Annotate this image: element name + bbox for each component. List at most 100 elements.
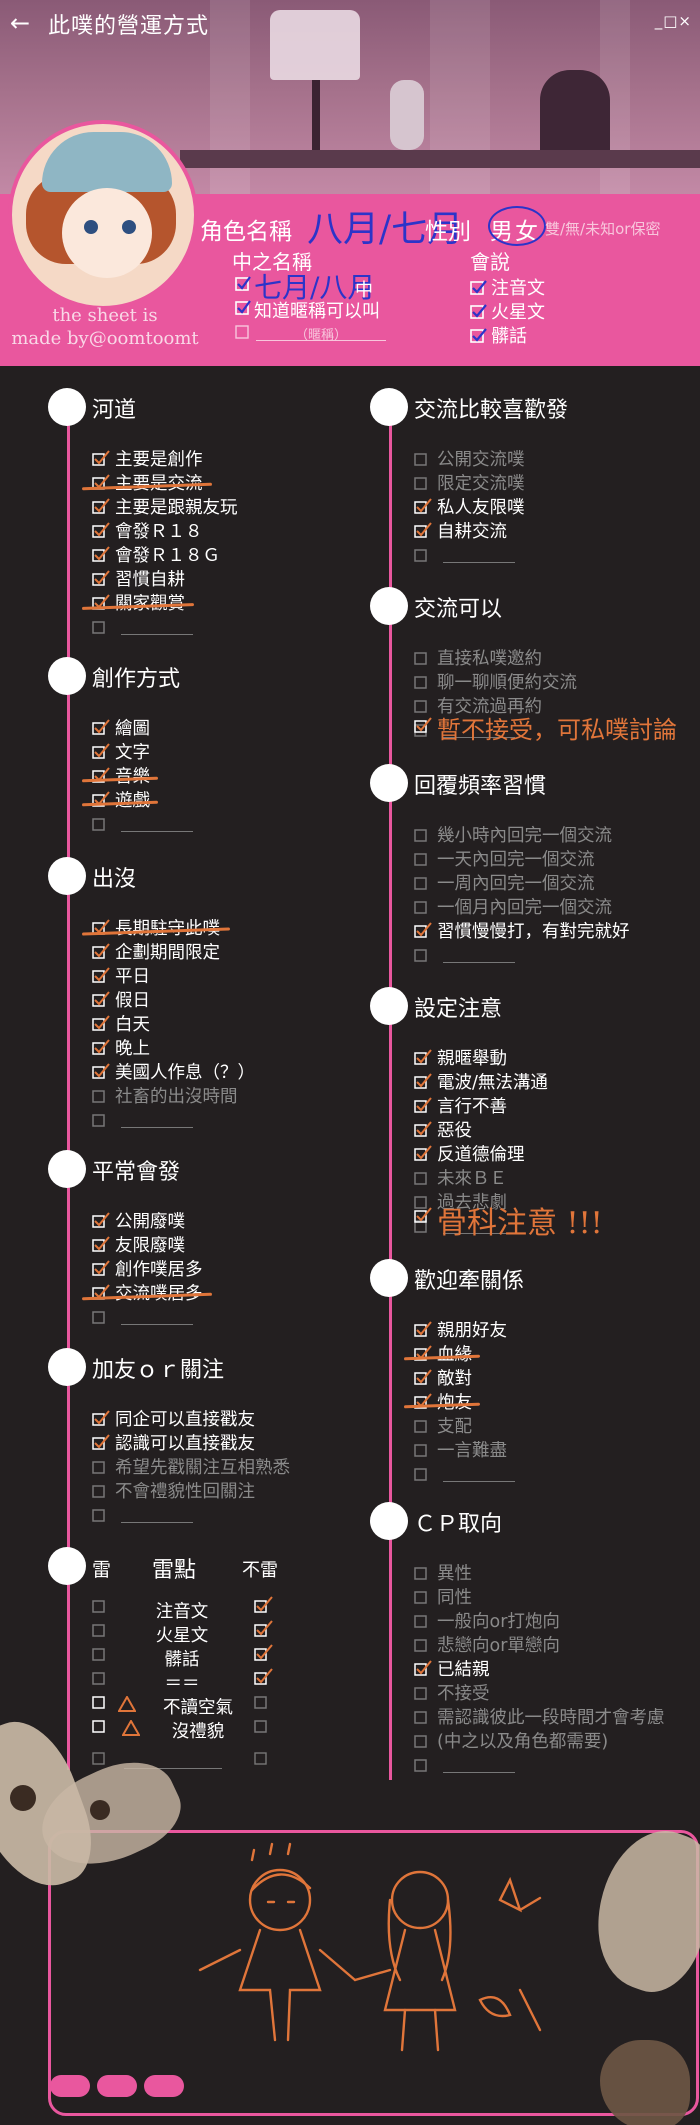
checklist-item[interactable]: 反道德倫理 bbox=[414, 1145, 525, 1165]
page-indicator-pill[interactable] bbox=[97, 2075, 137, 2097]
page-indicator-pill[interactable] bbox=[50, 2075, 90, 2097]
checklist-item[interactable]: 敵對 bbox=[414, 1369, 472, 1389]
checklist-item[interactable]: 限定交流噗 bbox=[414, 474, 525, 494]
checklist-item[interactable]: 有交流過再約 bbox=[414, 697, 542, 717]
checklist-item[interactable]: 支配 bbox=[414, 1417, 472, 1437]
checkbox-icon[interactable] bbox=[470, 304, 488, 320]
checkbox-icon[interactable] bbox=[414, 946, 434, 964]
check-mark-icon[interactable] bbox=[414, 1121, 434, 1139]
checklist-item[interactable]: 悲戀向or單戀向 bbox=[414, 1636, 560, 1656]
back-arrow-icon[interactable]: ← bbox=[10, 9, 31, 37]
check-mark-icon[interactable] bbox=[254, 1620, 274, 1640]
checklist-item[interactable]: 創作噗居多 bbox=[92, 1260, 203, 1280]
checkbox-icon[interactable] bbox=[92, 1482, 112, 1500]
checklist-item[interactable]: 文字 bbox=[92, 743, 150, 763]
check-mark-icon[interactable] bbox=[92, 1260, 112, 1278]
checklist-item[interactable]: 需認識彼此一段時間才會考慮 bbox=[414, 1708, 665, 1728]
check-mark-icon[interactable] bbox=[92, 1434, 112, 1452]
checkbox-icon[interactable] bbox=[414, 850, 434, 868]
checkbox-icon[interactable] bbox=[92, 1624, 108, 1640]
checklist-item[interactable]: (中之以及角色都需要) bbox=[414, 1732, 608, 1752]
check-mark-icon[interactable] bbox=[92, 1236, 112, 1254]
checklist-item[interactable]: 直接私噗邀約 bbox=[414, 649, 542, 669]
checkbox-icon[interactable] bbox=[92, 1648, 108, 1664]
language-option[interactable]: 髒話 bbox=[470, 322, 527, 348]
checklist-item[interactable]: 自耕交流 bbox=[414, 522, 507, 542]
blank-option[interactable] bbox=[414, 1217, 515, 1237]
check-mark-icon[interactable] bbox=[92, 991, 112, 1009]
check-mark-icon[interactable] bbox=[414, 1145, 434, 1163]
check-mark-icon[interactable] bbox=[92, 570, 112, 588]
checkbox-icon[interactable] bbox=[92, 1087, 112, 1105]
checklist-item[interactable]: 幾小時內回完一個交流 bbox=[414, 826, 612, 846]
checklist-item[interactable]: 企劃期間限定 bbox=[92, 943, 220, 963]
check-mark-icon[interactable] bbox=[414, 1207, 434, 1225]
checklist-item[interactable]: 主要是創作 bbox=[92, 450, 203, 470]
checklist-item[interactable]: 異性 bbox=[414, 1564, 472, 1584]
checklist-item[interactable]: 未來ＢＥ bbox=[414, 1169, 507, 1189]
checklist-item[interactable]: 惡役 bbox=[414, 1121, 472, 1141]
check-mark-icon[interactable] bbox=[254, 1644, 274, 1664]
checklist-item[interactable]: 一言難盡 bbox=[414, 1441, 507, 1461]
check-mark-icon[interactable] bbox=[414, 1393, 434, 1411]
checkbox-icon[interactable] bbox=[414, 1612, 434, 1630]
checklist-item[interactable]: 一周內回完一個交流 bbox=[414, 874, 595, 894]
checklist-item[interactable]: 晚上 bbox=[92, 1039, 150, 1059]
check-mark-icon[interactable] bbox=[92, 791, 112, 809]
checkbox-icon[interactable] bbox=[414, 649, 434, 667]
check-mark-icon[interactable] bbox=[92, 767, 112, 785]
checkbox-icon[interactable] bbox=[254, 1752, 270, 1768]
checkbox-icon[interactable] bbox=[414, 1217, 434, 1235]
checklist-item[interactable]: 公開交流噗 bbox=[414, 450, 525, 470]
checklist-item[interactable]: 一般向or打炮向 bbox=[414, 1612, 560, 1632]
checklist-item[interactable]: 美國人作息（？） bbox=[92, 1063, 255, 1083]
check-mark-icon[interactable] bbox=[92, 967, 112, 985]
checklist-item[interactable]: 同企可以直接戳友 bbox=[92, 1410, 255, 1430]
checklist-item[interactable]: 不會禮貌性回關注 bbox=[92, 1482, 255, 1502]
check-mark-icon[interactable] bbox=[92, 719, 112, 737]
checklist-item[interactable]: 白天 bbox=[92, 1015, 150, 1035]
checklist-item[interactable]: 友限廢噗 bbox=[92, 1236, 185, 1256]
checklist-item[interactable]: 認識可以直接戳友 bbox=[92, 1434, 255, 1454]
checkbox-icon[interactable] bbox=[92, 1458, 112, 1476]
check-mark-icon[interactable] bbox=[92, 1015, 112, 1033]
checkbox-icon[interactable] bbox=[414, 1441, 434, 1459]
language-option[interactable]: 火星文 bbox=[470, 298, 545, 324]
checkbox-icon[interactable] bbox=[92, 1672, 108, 1688]
blank-option[interactable] bbox=[414, 946, 515, 966]
check-mark-icon[interactable] bbox=[92, 1410, 112, 1428]
handwritten-check-option[interactable] bbox=[414, 1207, 437, 1227]
check-mark-icon[interactable] bbox=[414, 498, 434, 516]
checklist-item[interactable]: 假日 bbox=[92, 991, 150, 1011]
checklist-item[interactable]: 繪圖 bbox=[92, 719, 150, 739]
checkbox-icon[interactable] bbox=[414, 673, 434, 691]
checkbox-icon[interactable] bbox=[92, 618, 112, 636]
checkbox-icon[interactable] bbox=[414, 546, 434, 564]
checkbox-icon[interactable] bbox=[414, 474, 434, 492]
checkbox-icon[interactable] bbox=[414, 1193, 434, 1211]
check-mark-icon[interactable] bbox=[92, 450, 112, 468]
checkbox-icon[interactable] bbox=[235, 276, 251, 292]
checklist-item[interactable]: 主要是跟親友玩 bbox=[92, 498, 238, 518]
checkbox-icon[interactable] bbox=[414, 1636, 434, 1654]
checklist-item[interactable]: 已結親 bbox=[414, 1660, 490, 1680]
checkbox-icon[interactable] bbox=[92, 1111, 112, 1129]
checklist-item[interactable]: 聊一聊順便約交流 bbox=[414, 673, 577, 693]
checkbox-icon[interactable] bbox=[254, 1716, 274, 1736]
checkbox-icon[interactable] bbox=[414, 1708, 434, 1726]
checklist-item[interactable]: 電波/無法溝通 bbox=[414, 1073, 548, 1093]
checkbox-icon[interactable] bbox=[414, 1732, 434, 1750]
blank-option[interactable] bbox=[92, 1506, 193, 1526]
checklist-item[interactable]: 會發Ｒ１８ bbox=[92, 522, 203, 542]
checkbox-icon[interactable] bbox=[92, 1600, 108, 1616]
checkbox-icon[interactable] bbox=[414, 1756, 434, 1774]
checkbox-icon[interactable] bbox=[414, 1169, 434, 1187]
checkbox-icon[interactable] bbox=[92, 1752, 108, 1768]
checkbox-icon[interactable] bbox=[254, 1692, 274, 1712]
check-mark-icon[interactable] bbox=[92, 1212, 112, 1230]
checklist-item[interactable]: 一天內回完一個交流 bbox=[414, 850, 595, 870]
checkbox-icon[interactable] bbox=[414, 697, 434, 715]
check-mark-icon[interactable] bbox=[254, 1596, 274, 1616]
checklist-item[interactable]: 不接受 bbox=[414, 1684, 490, 1704]
check-mark-icon[interactable] bbox=[92, 743, 112, 761]
